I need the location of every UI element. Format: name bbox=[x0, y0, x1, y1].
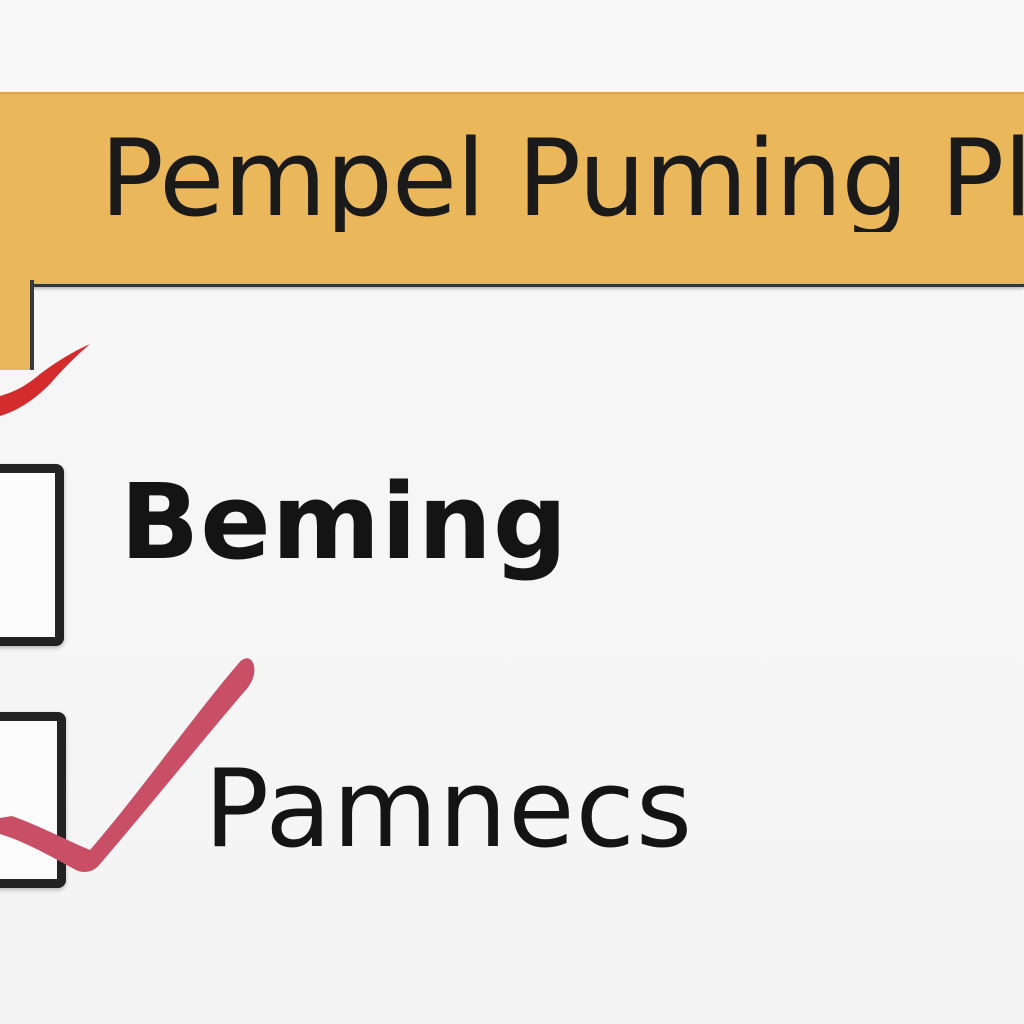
header-title: Pempel Puming Plur bbox=[100, 126, 1024, 232]
header-banner bbox=[0, 92, 1024, 287]
header-banner-edge bbox=[0, 280, 34, 370]
beming-label: Beming bbox=[120, 461, 569, 583]
pamnecs-label: Pamnecs bbox=[204, 747, 694, 872]
pamnecs-checkbox[interactable] bbox=[0, 712, 66, 888]
beming-checkbox[interactable] bbox=[0, 464, 64, 646]
